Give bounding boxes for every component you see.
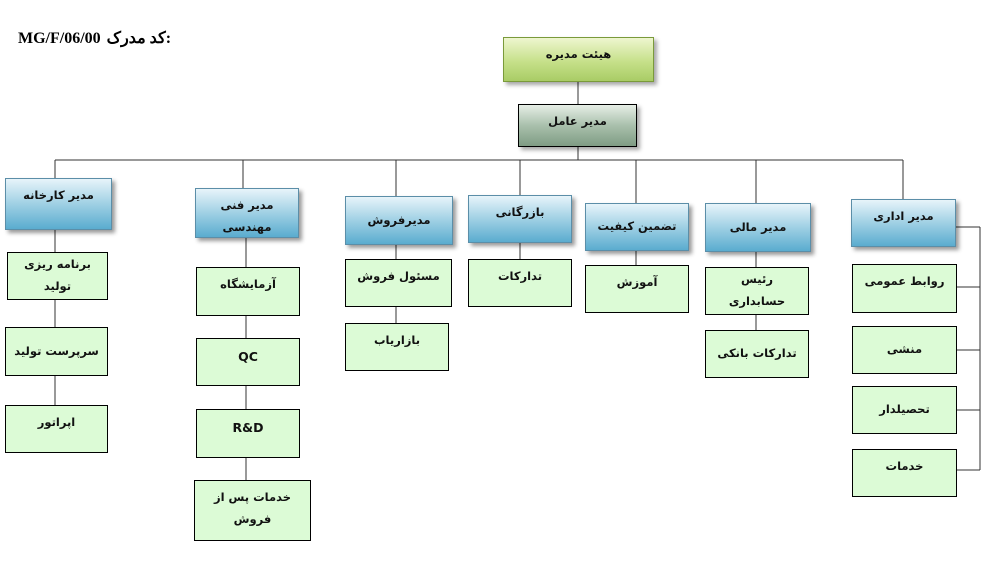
unit-public-relations-label: روابط عمومی: [864, 274, 945, 288]
unit-production-planning: برنامه ریزی تولید: [7, 252, 108, 300]
manager-technical-box: مدیر فنی مهندسی: [195, 188, 299, 238]
document-code-value: MG/F/06/00: [18, 30, 101, 47]
unit-chief-accountant: رئیس حسابداری: [705, 267, 809, 315]
board-label: هیئت مدیره: [545, 47, 612, 61]
manager-finance-box: مدیر مالی: [705, 203, 811, 252]
unit-chief-accountant-label: رئیس حسابداری: [728, 272, 786, 308]
unit-operator: اپراتور: [5, 405, 108, 453]
unit-bank-procurement: تدارکات بانکی: [705, 330, 809, 378]
manager-finance-label: مدیر مالی: [729, 219, 787, 234]
unit-cashier-label: تحصیلدار: [879, 402, 930, 417]
unit-bank-procurement-label: تدارکات بانکی: [717, 346, 797, 361]
unit-services: خدمات: [852, 449, 957, 497]
unit-after-sales-service: خدمات پس از فروش: [194, 480, 311, 541]
ceo-box: مدیر عامل: [518, 104, 637, 147]
unit-procurement: تدارکات: [468, 259, 572, 307]
unit-after-sales-service-label: خدمات پس از فروش: [213, 490, 292, 526]
manager-quality-label: تضمین کیفیت: [597, 219, 677, 234]
unit-training-label: آموزش: [616, 275, 658, 289]
unit-production-planning-label: برنامه ریزی تولید: [24, 257, 91, 293]
unit-production-supervisor-label: سرپرست تولید: [14, 343, 99, 358]
unit-sales-officer-label: مسئول فروش: [357, 269, 440, 283]
unit-procurement-label: تدارکات: [497, 269, 543, 283]
unit-laboratory-label: آزمایشگاه: [220, 277, 276, 291]
unit-services-label: خدمات: [885, 459, 924, 473]
document-code-label: کد مدرک:: [106, 30, 172, 47]
manager-commerce-label: بازرگانی: [495, 205, 545, 219]
ceo-label: مدیر عامل: [548, 114, 607, 128]
unit-marketer: بازاریاب: [345, 323, 449, 371]
manager-factory-box: مدیر کارخانه: [5, 178, 112, 230]
manager-quality-box: تضمین کیفیت: [585, 203, 689, 251]
unit-production-supervisor: سرپرست تولید: [5, 327, 108, 376]
unit-sales-officer: مسئول فروش: [345, 259, 452, 307]
manager-technical-label: مدیر فنی مهندسی: [220, 198, 274, 234]
manager-admin-box: مدیر اداری: [851, 199, 956, 247]
manager-factory-label: مدیر کارخانه: [23, 188, 94, 202]
unit-cashier: تحصیلدار: [852, 386, 957, 434]
manager-sales-box: مدیرفروش: [345, 196, 453, 245]
manager-sales-label: مدیرفروش: [367, 212, 431, 227]
unit-public-relations: روابط عمومی: [852, 264, 957, 313]
manager-admin-label: مدیر اداری: [873, 209, 934, 223]
unit-secretary: منشی: [852, 326, 957, 374]
unit-qc: QC: [196, 338, 300, 386]
unit-rnd-label: R&D: [232, 420, 264, 435]
board-of-directors-box: هیئت مدیره: [503, 37, 654, 82]
unit-rnd: R&D: [196, 409, 300, 458]
unit-marketer-label: بازاریاب: [374, 333, 421, 347]
unit-laboratory: آزمایشگاه: [196, 267, 300, 316]
document-code: MG/F/06/00 کد مدرک:: [18, 28, 171, 48]
unit-qc-label: QC: [238, 349, 258, 364]
manager-commerce-box: بازرگانی: [468, 195, 572, 243]
unit-secretary-label: منشی: [886, 342, 923, 357]
unit-training: آموزش: [585, 265, 689, 313]
unit-operator-label: اپراتور: [37, 415, 76, 429]
